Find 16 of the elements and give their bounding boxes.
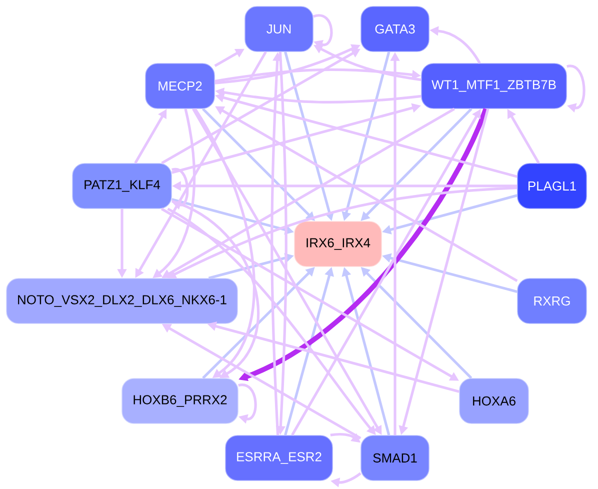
- gene-box: WT1_MTF1_ZBTB7B: [421, 63, 567, 109]
- gene-box: HOXB6_PRRX2: [122, 378, 238, 424]
- gene-box: JUN: [244, 6, 314, 52]
- gene-box: IRX6_IRX4: [294, 221, 382, 267]
- gene-box: SMAD1: [360, 435, 430, 481]
- gene-box: PLAGL1: [517, 163, 587, 209]
- gene-box: MECP2: [145, 63, 215, 109]
- loop-arrow: [238, 384, 257, 424]
- gene-box: HOXA6: [459, 378, 529, 424]
- gene-box: GATA3: [360, 6, 430, 52]
- gene-box: ESRRA_ESR2: [225, 435, 333, 481]
- gene-box: NOTO_VSX2_DLX2_DLX6_NKX6-1: [6, 278, 238, 324]
- gene-box: RXRG: [517, 278, 587, 324]
- gene-box: PATZ1_KLF4: [72, 163, 172, 209]
- arrow: [194, 108, 256, 378]
- arrow: [171, 200, 260, 378]
